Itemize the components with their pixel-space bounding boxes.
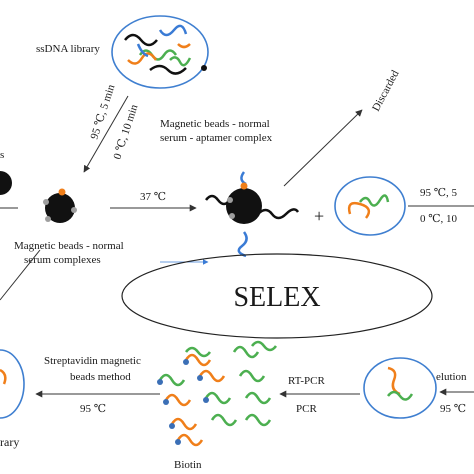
arrow-library-to-beads	[83, 95, 129, 173]
library-pool-bottom	[0, 349, 25, 419]
eluted-pool	[363, 357, 437, 419]
bead-serum-complex	[43, 188, 77, 223]
biotin-label: Biotin	[174, 459, 202, 471]
denature-temp-label-a: 95 ℃, 5 min	[88, 83, 117, 141]
left-edge-label: s	[0, 149, 4, 161]
left-bead-partial	[0, 171, 12, 195]
bead-aptamer-complex	[205, 171, 300, 258]
amplified-pool	[157, 340, 278, 447]
complex-label-b: serum - aptamer complex	[160, 132, 273, 144]
heat-right-label-b: 0 ℃, 10	[420, 213, 458, 225]
bead-serum-label-b: serum complexes	[24, 254, 101, 266]
ssdna-library-pool	[111, 15, 209, 89]
rtpcr-label: RT-PCR	[288, 375, 326, 387]
heat-right-label-a: 95 ℃, 5	[420, 187, 458, 199]
arrow-left-diagonal	[0, 249, 41, 301]
bead-serum-label-a: Magnetic beads - normal	[14, 240, 124, 252]
temp-37-label: 37 ℃	[140, 191, 166, 203]
complex-label-a: Magnetic beads - normal	[160, 118, 270, 130]
discarded-label: Discarded	[370, 68, 402, 113]
temp-95-right-label: 95 ℃	[440, 403, 466, 415]
pcr-label: PCR	[296, 403, 317, 415]
arrow-discarded	[283, 109, 363, 187]
ssdna-library-label: ssDNA library	[36, 43, 100, 55]
plus-sign: +	[314, 206, 324, 226]
strep-label-b: beads method	[70, 371, 131, 383]
strep-label-a: Streptavidin magnetic	[44, 355, 141, 367]
aptamer-pool-right	[334, 176, 406, 236]
elution-label: elution	[436, 371, 467, 383]
selex-title: SELEX	[233, 282, 320, 313]
selex-ellipse	[121, 253, 433, 339]
denature-temp-label-b: 0 ℃, 10 min	[111, 103, 140, 161]
library-bottom-label: rary	[0, 435, 19, 449]
temp-95-bottom-label: 95 ℃	[80, 403, 106, 415]
